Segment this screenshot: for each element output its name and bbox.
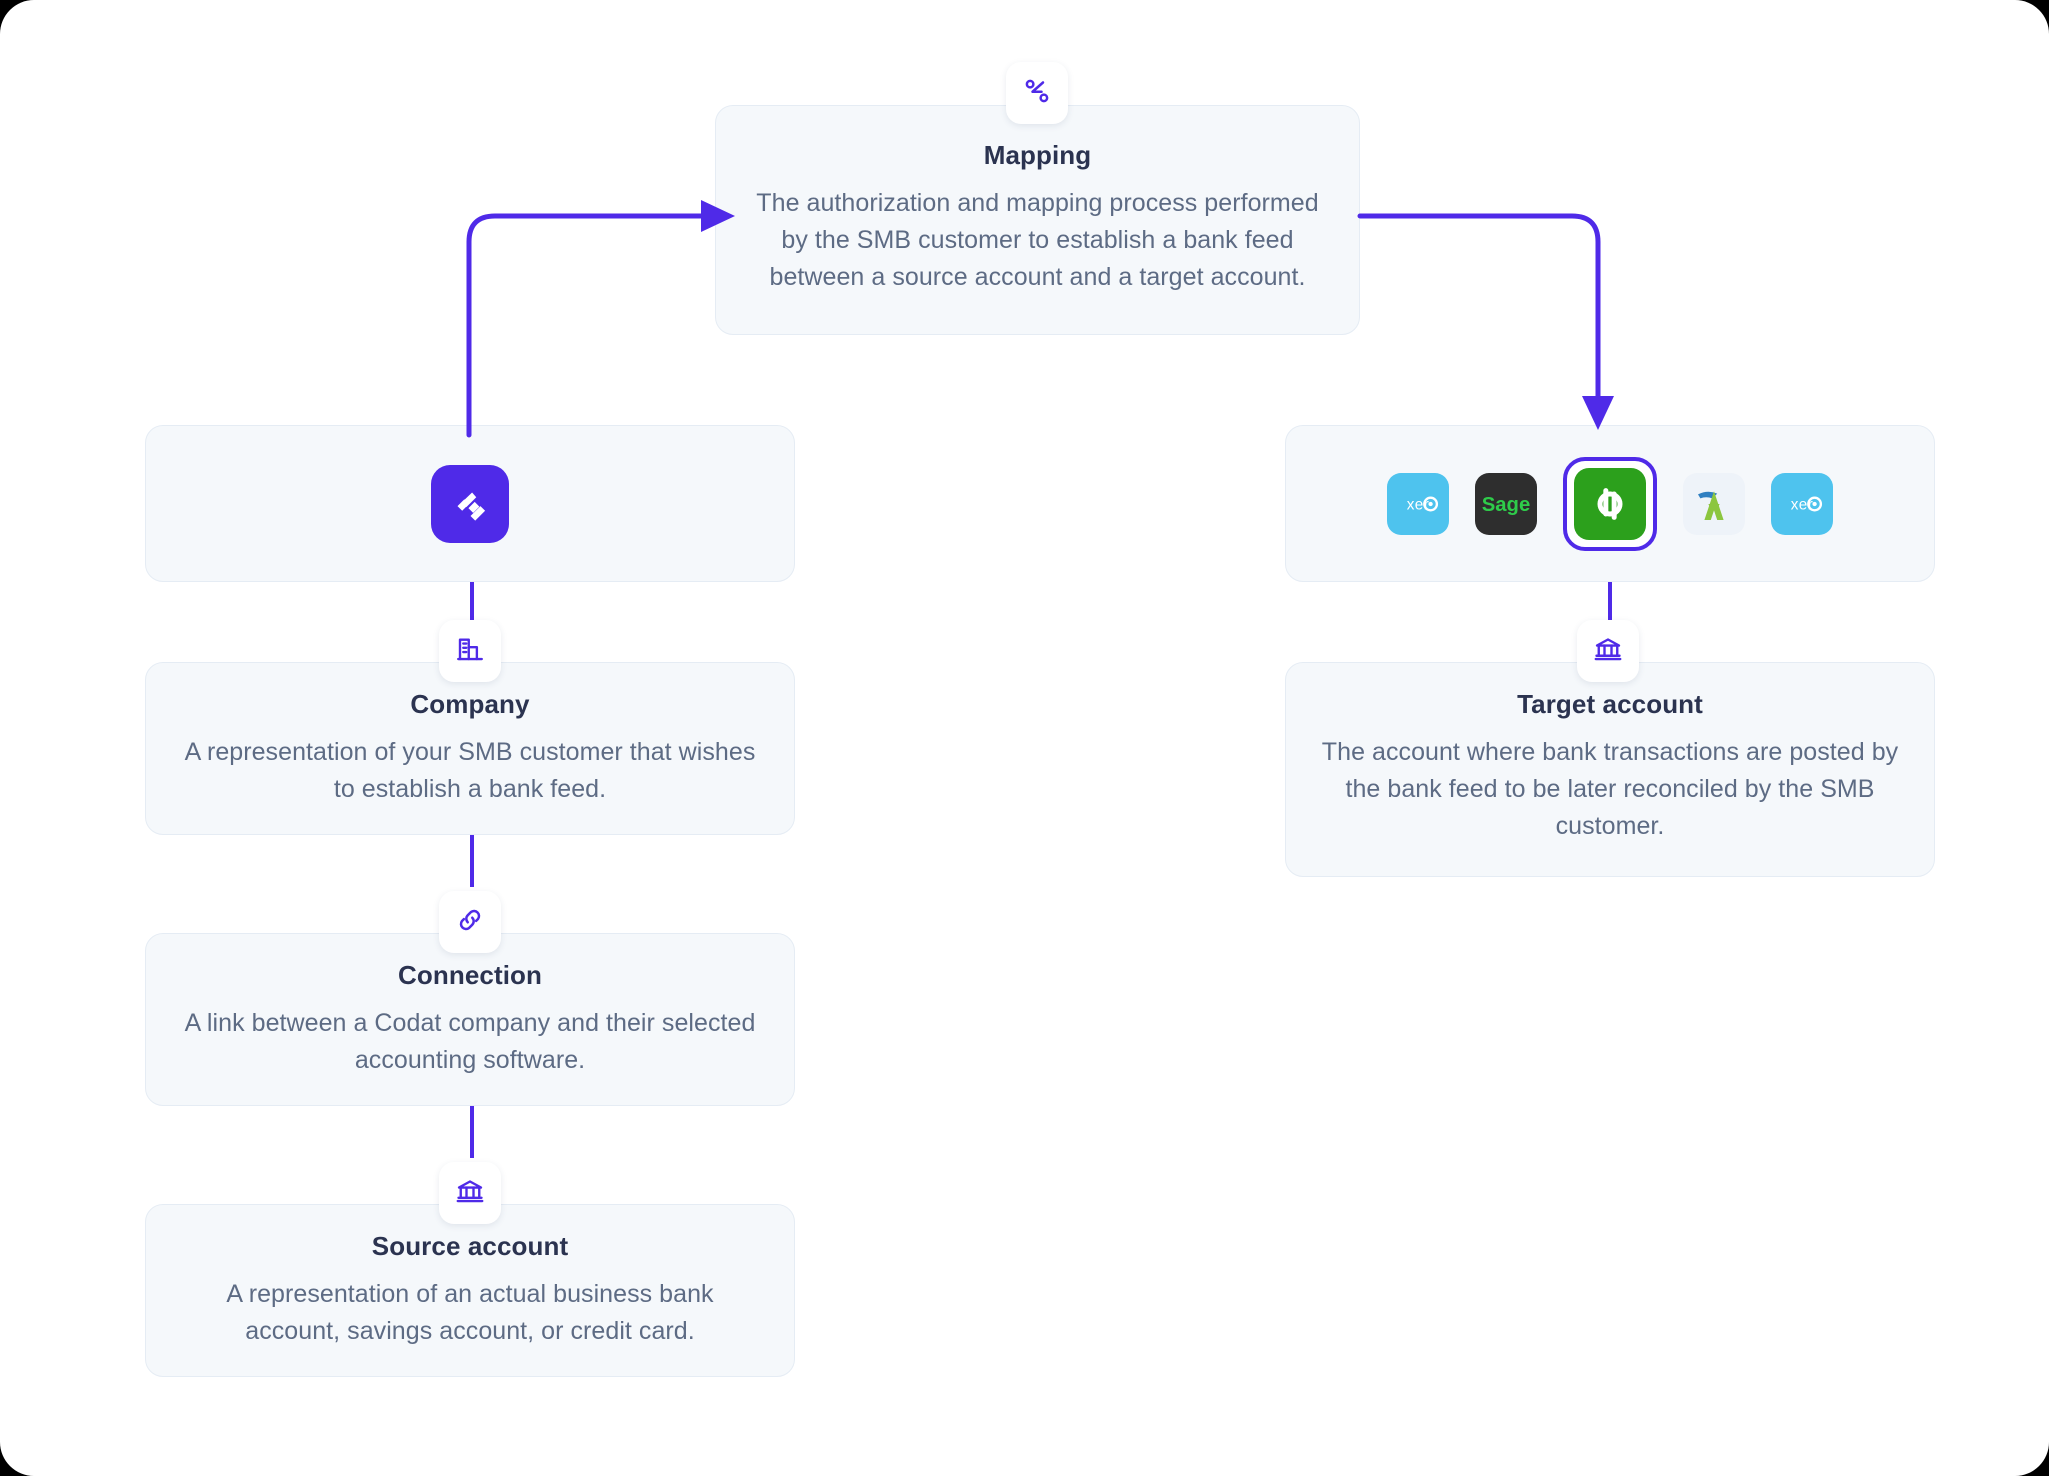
company-to-connection-line bbox=[470, 835, 474, 887]
link-icon bbox=[455, 905, 485, 940]
mapping-card: Mapping The authorization and mapping pr… bbox=[715, 105, 1360, 335]
svg-text:xer: xer bbox=[1407, 496, 1430, 513]
connection-title: Connection bbox=[398, 960, 542, 990]
platform-to-company-line bbox=[470, 582, 474, 632]
mapping-shuffle-icon bbox=[1022, 76, 1052, 111]
platform-panel[interactable] bbox=[145, 425, 795, 582]
connection-card: Connection A link between a Codat compan… bbox=[145, 933, 795, 1106]
source-account-body: A representation of an actual business b… bbox=[226, 1280, 714, 1346]
bank-icon bbox=[1593, 634, 1623, 669]
quickbooks-logo-selected[interactable] bbox=[1563, 456, 1657, 551]
connection-to-source-line bbox=[470, 1106, 474, 1158]
quickbooks-logo bbox=[1574, 467, 1646, 540]
xero-logo-2[interactable]: xer bbox=[1771, 472, 1833, 535]
company-title: Company bbox=[410, 689, 530, 719]
mapping-to-quickbooks-arrow bbox=[1357, 213, 1614, 430]
target-account-title: Target account bbox=[1517, 689, 1703, 719]
target-account-card: Target account The account where bank tr… bbox=[1285, 662, 1935, 877]
svg-text:Sage: Sage bbox=[1482, 493, 1530, 515]
connection-icon-badge bbox=[439, 891, 501, 953]
software-logo-row: xer Sage bbox=[1387, 456, 1833, 551]
source-account-card: Source account A representation of an ac… bbox=[145, 1204, 795, 1377]
software-panel[interactable]: xer Sage bbox=[1285, 425, 1935, 582]
codat-logo bbox=[431, 464, 509, 543]
connection-body: A link between a Codat company and their… bbox=[184, 1009, 756, 1075]
company-body: A representation of your SMB customer th… bbox=[184, 738, 756, 804]
freeagent-logo[interactable] bbox=[1683, 472, 1745, 535]
source-account-title: Source account bbox=[371, 1231, 569, 1261]
svg-text:xer: xer bbox=[1791, 496, 1814, 513]
codat-to-mapping-arrow bbox=[466, 200, 735, 438]
mapping-title: Mapping bbox=[983, 140, 1092, 170]
company-icon-badge bbox=[439, 620, 501, 682]
bank-icon bbox=[455, 1176, 485, 1211]
company-card: Company A representation of your SMB cus… bbox=[145, 662, 795, 835]
mapping-icon-badge bbox=[1006, 62, 1068, 124]
xero-logo[interactable]: xer bbox=[1387, 472, 1449, 535]
software-to-target-line bbox=[1608, 582, 1612, 632]
target-account-icon-badge bbox=[1577, 620, 1639, 682]
source-account-icon-badge bbox=[439, 1162, 501, 1224]
sage-logo[interactable]: Sage bbox=[1475, 472, 1537, 535]
target-account-body: The account where bank transactions are … bbox=[1321, 738, 1899, 841]
building-icon bbox=[455, 634, 485, 669]
mapping-body: The authorization and mapping process pe… bbox=[756, 189, 1319, 292]
